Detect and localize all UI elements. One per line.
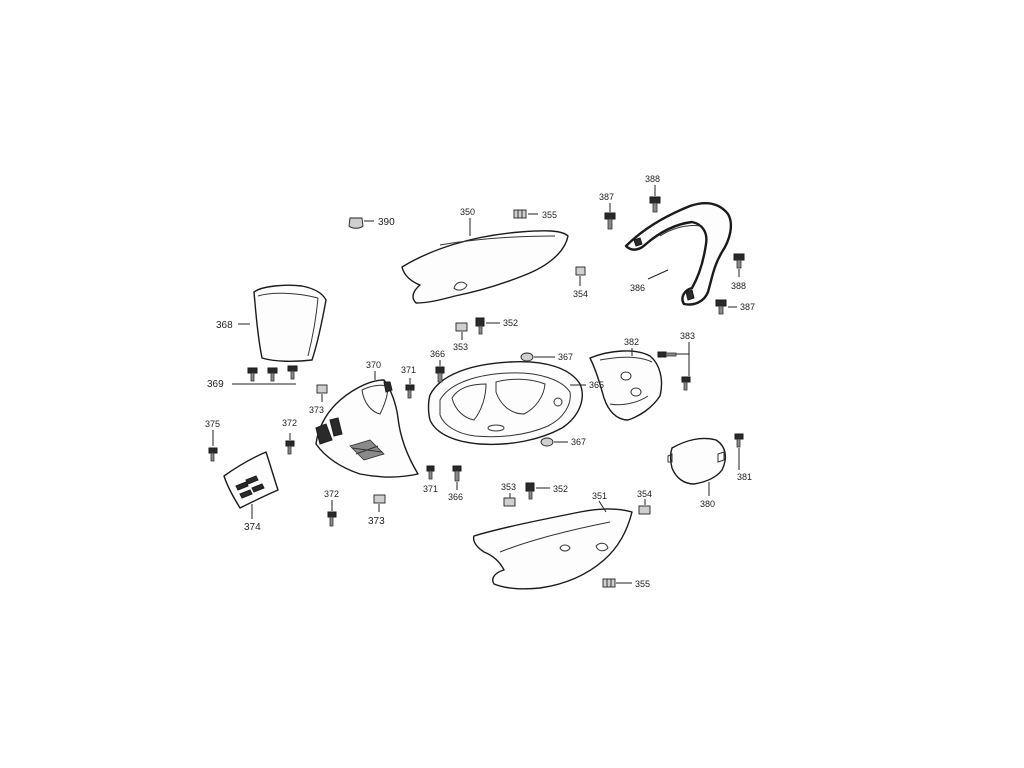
part-355-clip-top bbox=[513, 209, 538, 219]
callout-387-top: 387 bbox=[599, 192, 614, 202]
callout-383: 383 bbox=[680, 331, 695, 341]
part-353-clip-upper bbox=[455, 322, 468, 340]
part-381-screw bbox=[734, 433, 744, 470]
part-383-screws bbox=[657, 342, 691, 391]
part-374-bracket bbox=[223, 451, 279, 519]
part-351-side-panel bbox=[472, 500, 633, 590]
callout-390: 390 bbox=[378, 217, 395, 228]
callout-373-bottom: 373 bbox=[368, 516, 385, 527]
callout-355-top: 355 bbox=[542, 210, 557, 220]
callout-367-bottom: 367 bbox=[571, 437, 586, 447]
part-388-bolt-right bbox=[733, 253, 745, 277]
callout-368: 368 bbox=[216, 320, 233, 331]
callout-367-top: 367 bbox=[558, 352, 573, 362]
part-367-rubber-top bbox=[520, 352, 555, 362]
callout-386: 386 bbox=[630, 283, 645, 293]
callout-370: 370 bbox=[366, 360, 381, 370]
callout-374: 374 bbox=[244, 522, 261, 533]
callout-366-top: 366 bbox=[430, 349, 445, 359]
callout-387-right: 387 bbox=[740, 302, 755, 312]
part-355-clip-lower bbox=[602, 578, 632, 588]
callout-388-top: 388 bbox=[645, 174, 660, 184]
callout-372-top: 372 bbox=[282, 418, 297, 428]
part-372-screw-lower bbox=[327, 500, 337, 527]
part-387-bolt-right bbox=[715, 299, 737, 315]
part-352-screw-lower bbox=[525, 482, 550, 500]
part-371-screw-upper bbox=[405, 378, 415, 399]
callout-365: 365 bbox=[589, 380, 604, 390]
part-369-screws bbox=[232, 365, 298, 385]
callout-labels: 350 355 390 387 388 388 387 386 354 352 … bbox=[205, 174, 755, 589]
part-390-grommet bbox=[348, 217, 374, 229]
part-352-screw-upper bbox=[475, 317, 500, 335]
part-373-clip-lower bbox=[373, 494, 386, 512]
callout-352-bottom: 352 bbox=[553, 484, 568, 494]
part-354-clip-lower bbox=[638, 499, 651, 515]
part-366-screw-upper bbox=[435, 360, 445, 383]
callout-355-bottom: 355 bbox=[635, 579, 650, 589]
callout-351: 351 bbox=[592, 491, 607, 501]
part-388-bolt-top bbox=[649, 185, 661, 213]
callout-381: 381 bbox=[737, 472, 752, 482]
part-350-seat bbox=[401, 218, 569, 304]
callout-371-top: 371 bbox=[401, 365, 416, 375]
part-380-cover-plate bbox=[667, 437, 727, 496]
part-387-bolt-top bbox=[604, 203, 616, 230]
callout-369: 369 bbox=[207, 379, 224, 390]
part-372-screw-upper bbox=[285, 433, 295, 455]
callout-353-bottom: 353 bbox=[501, 482, 516, 492]
callout-353-top: 353 bbox=[453, 342, 468, 352]
callout-382: 382 bbox=[624, 337, 639, 347]
callout-366-bottom: 366 bbox=[448, 492, 463, 502]
callout-354-bottom: 354 bbox=[637, 489, 652, 499]
part-365-body-shell bbox=[427, 361, 586, 446]
part-386-rear-carrier bbox=[624, 202, 733, 306]
part-368-storage-box bbox=[238, 284, 327, 363]
callout-350: 350 bbox=[460, 207, 475, 217]
callout-352-top: 352 bbox=[503, 318, 518, 328]
callout-354-top: 354 bbox=[573, 289, 588, 299]
callout-371-bottom: 371 bbox=[423, 484, 438, 494]
part-354-clip-upper bbox=[575, 266, 586, 286]
part-371-screw-lower bbox=[426, 465, 435, 480]
part-353-clip-lower bbox=[503, 493, 516, 507]
callout-372-bottom: 372 bbox=[324, 489, 339, 499]
callout-388-right: 388 bbox=[731, 281, 746, 291]
part-382-rear-panel bbox=[589, 348, 663, 421]
part-375-screw bbox=[208, 430, 218, 462]
part-370-front-cover bbox=[315, 371, 419, 478]
callout-380: 380 bbox=[700, 499, 715, 509]
part-367-rubber-bottom bbox=[540, 437, 568, 447]
part-373-clip-upper bbox=[316, 384, 328, 402]
callout-375: 375 bbox=[205, 419, 220, 429]
callout-373-top: 373 bbox=[309, 405, 324, 415]
part-366-screw-lower bbox=[452, 465, 462, 490]
